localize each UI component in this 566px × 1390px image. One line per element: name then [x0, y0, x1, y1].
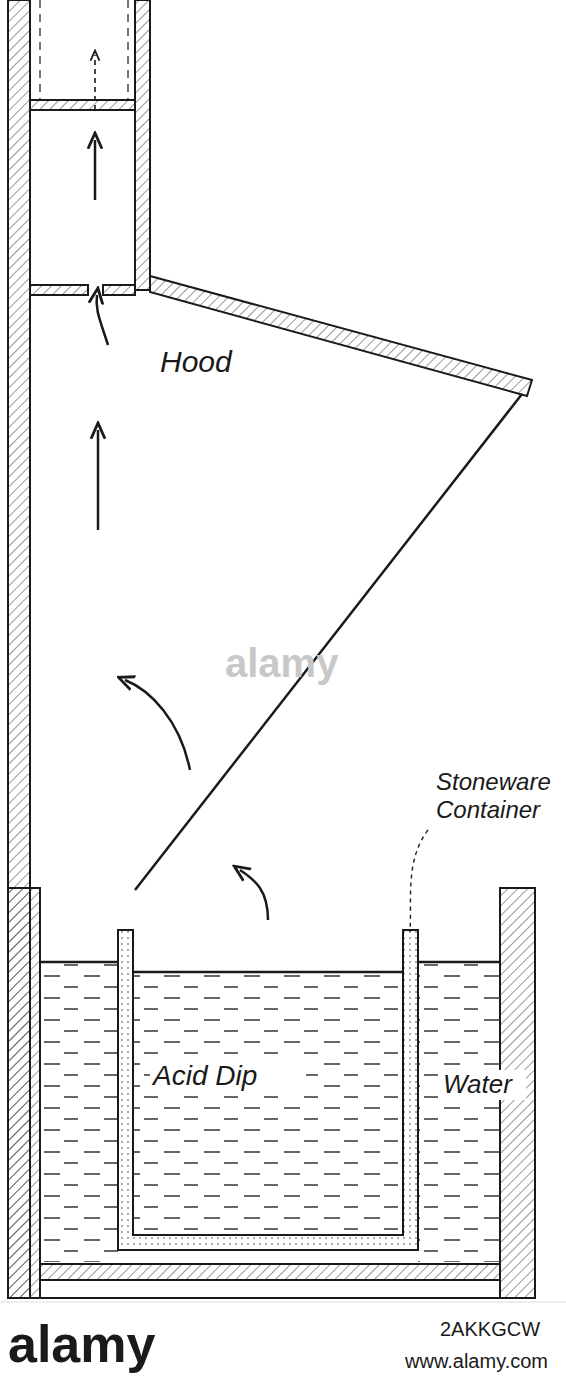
part-label: Acid Dip — [150, 1060, 306, 1092]
callout-label: Stoneware Container — [436, 768, 562, 823]
watermark: alamy — [225, 640, 375, 686]
watermark-url: www.alamy.com — [405, 1350, 560, 1373]
part-label: Hood — [160, 345, 270, 380]
image-id: 2AKKGCW — [440, 1318, 560, 1341]
watermark-logo: alamy — [8, 1315, 178, 1375]
part-label: Water — [440, 1070, 526, 1100]
